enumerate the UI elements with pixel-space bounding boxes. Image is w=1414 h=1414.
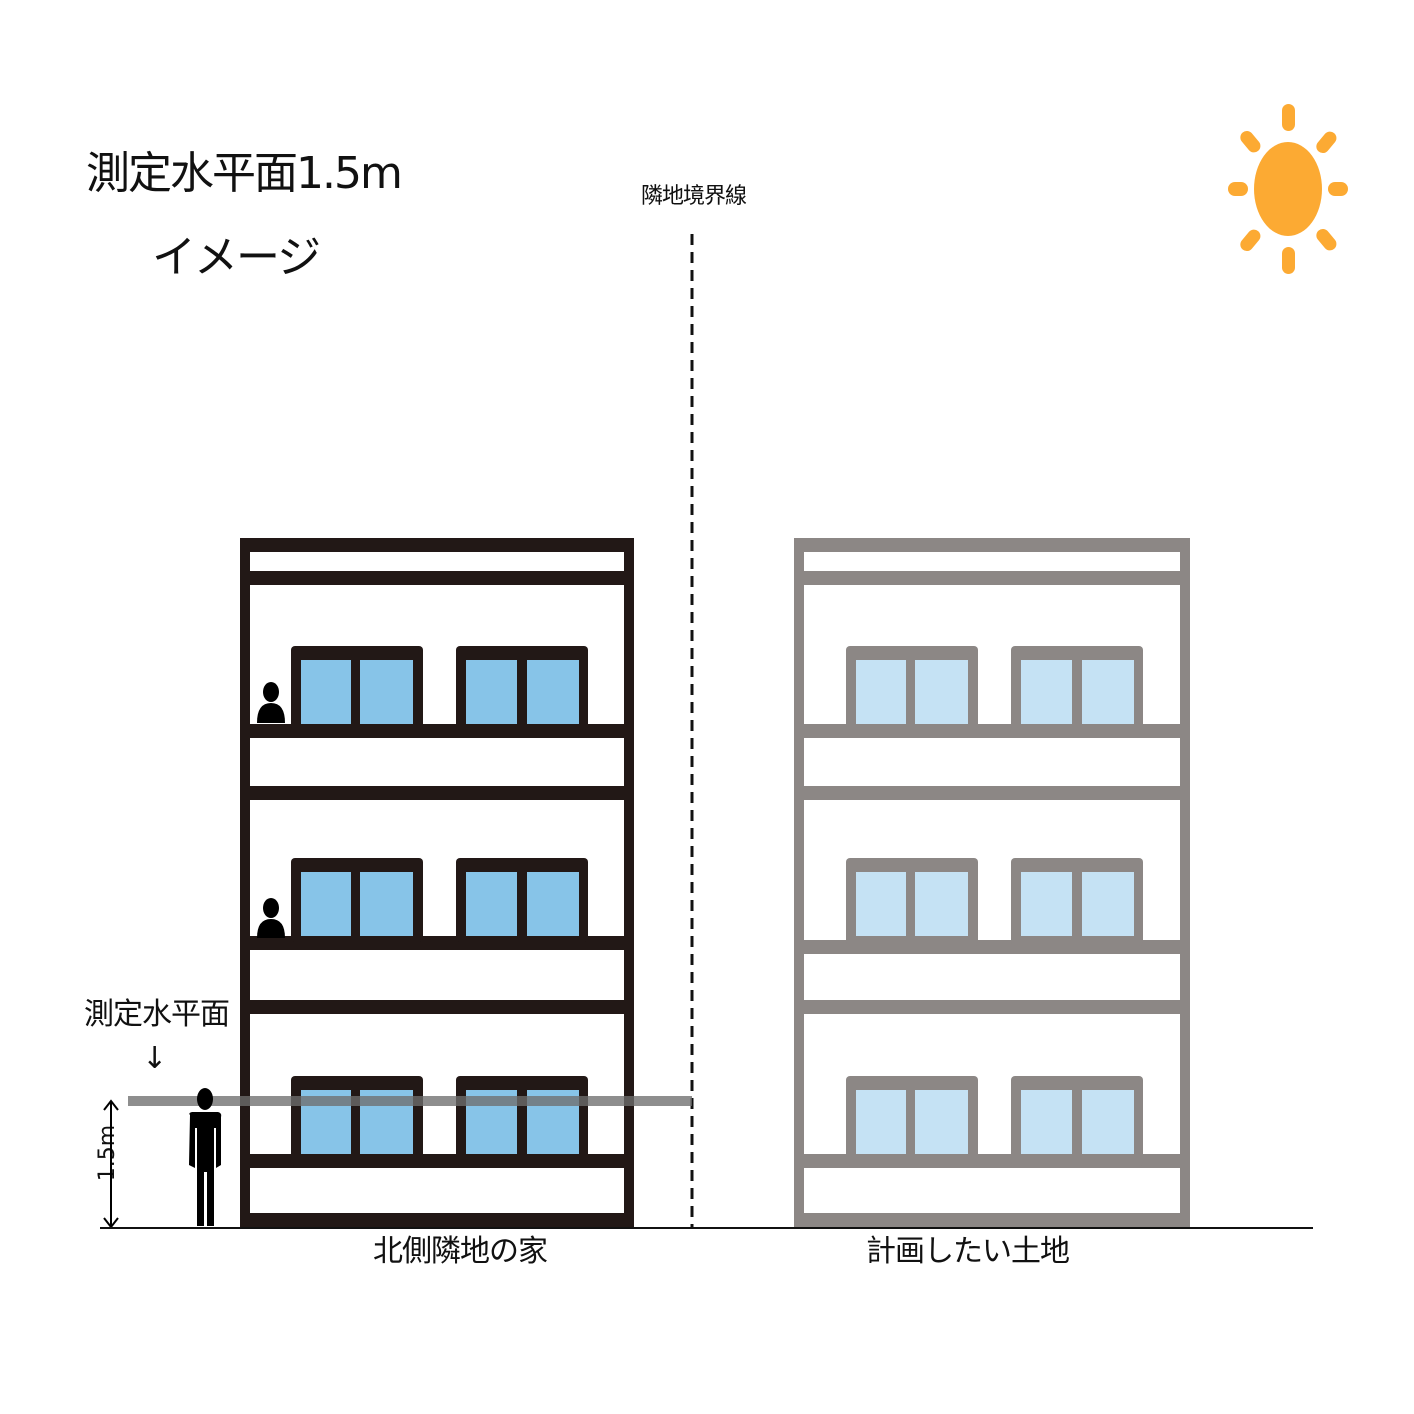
window bbox=[291, 858, 423, 942]
window bbox=[846, 1076, 978, 1166]
standing-person-icon bbox=[189, 1088, 222, 1226]
window bbox=[846, 858, 978, 946]
measurement-plane bbox=[128, 1096, 692, 1106]
right-building-label: 計画したい土地 bbox=[866, 1234, 1070, 1269]
window bbox=[291, 646, 423, 730]
sun-icon bbox=[1228, 104, 1348, 274]
person-icon bbox=[257, 682, 285, 723]
window bbox=[456, 1076, 588, 1166]
diagram-title-line2: イメージ bbox=[152, 232, 321, 283]
left-building-label: 北側隣地の家 bbox=[373, 1234, 548, 1269]
window bbox=[456, 646, 588, 730]
window bbox=[1011, 858, 1143, 946]
window bbox=[1011, 646, 1143, 730]
measurement-plane-label: 測定水平面 bbox=[84, 997, 230, 1032]
person-icon bbox=[257, 898, 285, 938]
boundary-line-label: 隣地境界線 bbox=[641, 184, 747, 209]
window bbox=[846, 646, 978, 730]
right-building-windows bbox=[846, 646, 1143, 1166]
window bbox=[1011, 1076, 1143, 1166]
window bbox=[291, 1076, 423, 1166]
window bbox=[456, 858, 588, 942]
down-arrow-icon: ↓ bbox=[142, 1041, 168, 1076]
height-dimension-arrow bbox=[103, 1099, 119, 1229]
diagram-title-line1: 測定水平面1.5m bbox=[86, 148, 403, 199]
